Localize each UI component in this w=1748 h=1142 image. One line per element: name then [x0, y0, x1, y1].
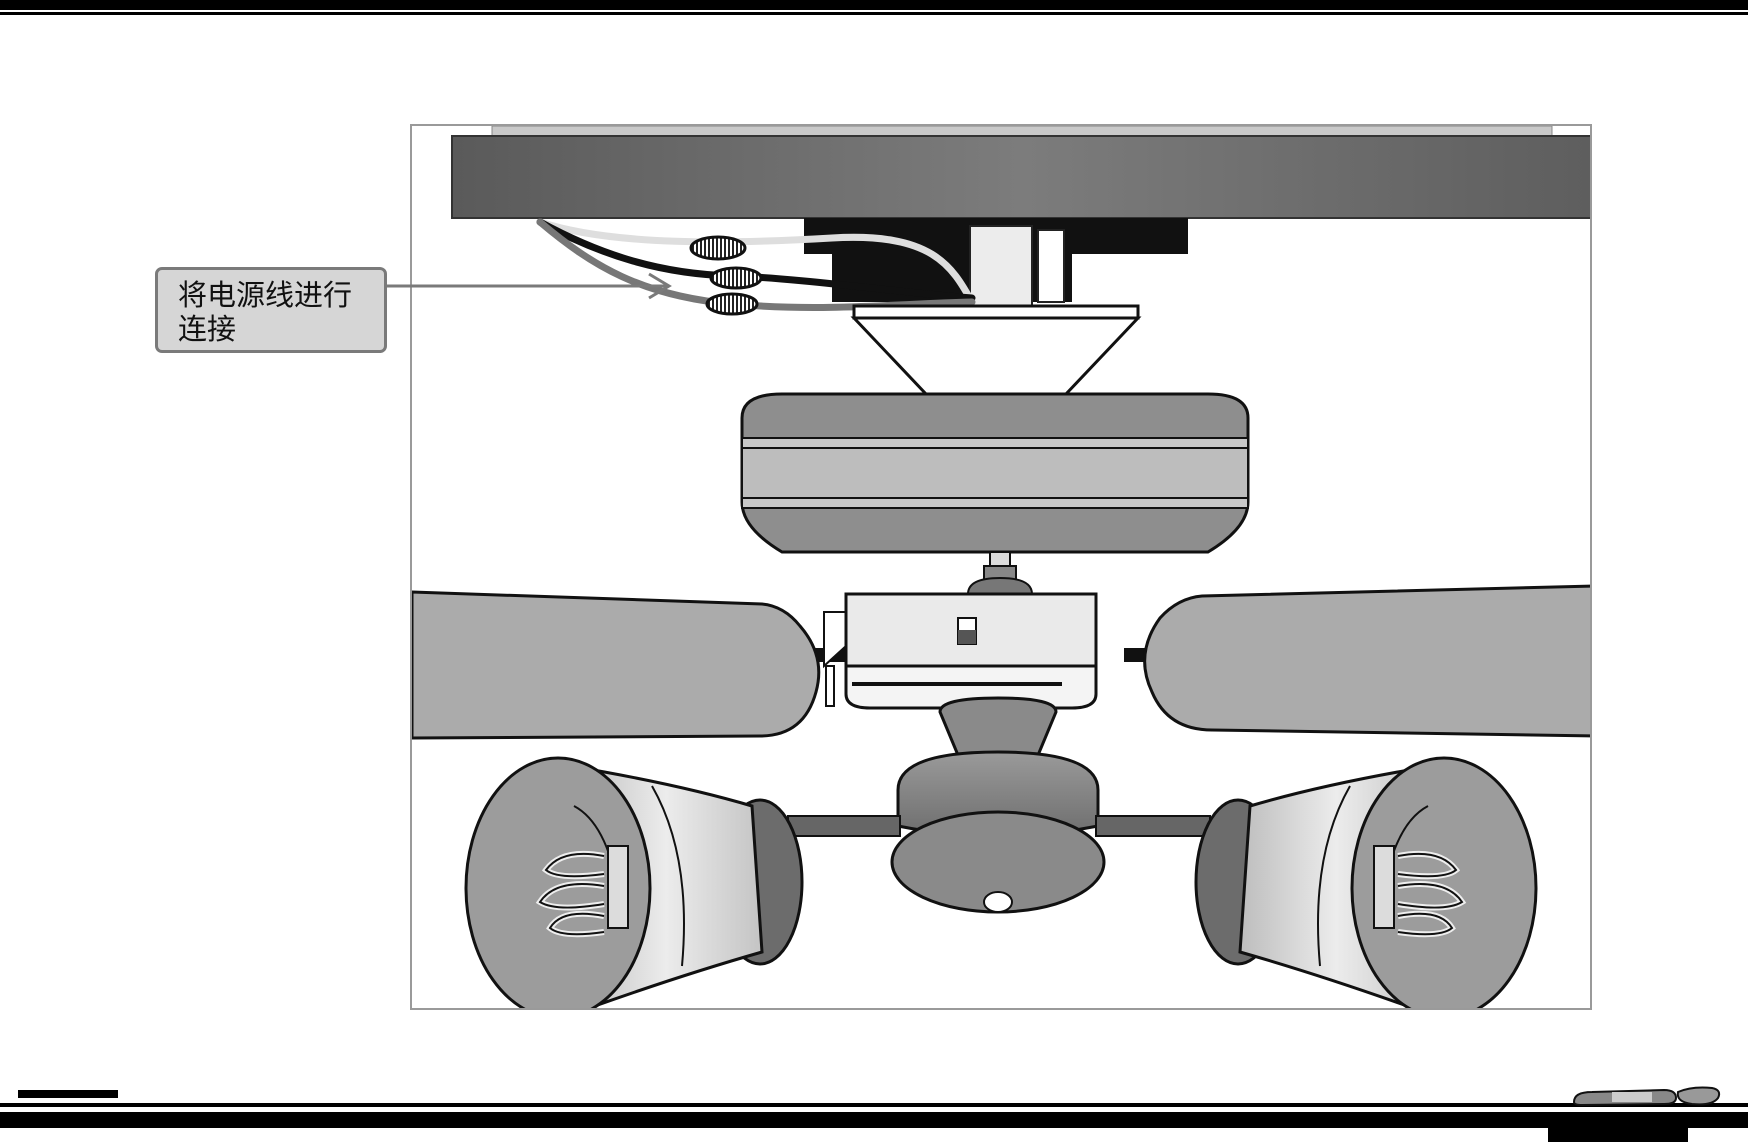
arrow-right-icon — [387, 272, 672, 300]
motor-housing — [740, 392, 1250, 554]
ceiling-fan-illustration — [410, 124, 1592, 1010]
brand-logo-mark — [1572, 1086, 1721, 1107]
light-arms — [787, 815, 1211, 837]
light-fixture-left — [464, 756, 804, 1008]
top-border-thin — [0, 12, 1748, 15]
ceiling-panel — [451, 126, 1590, 219]
fan-blade-left — [412, 590, 821, 740]
footer-block-right — [1548, 1124, 1688, 1142]
switch-housing-coupler — [966, 551, 1034, 595]
switch-housing — [823, 592, 1098, 710]
mounting-bracket — [804, 218, 1188, 307]
bottom-border-thick — [0, 1112, 1748, 1128]
cfl-bulb-icon-right — [1397, 850, 1467, 938]
light-fixture-right — [1194, 756, 1538, 1008]
bottom-border-thin — [0, 1103, 1748, 1107]
fan-canopy — [850, 304, 1142, 396]
light-kit-hub — [890, 696, 1106, 914]
wiring-callout-box: 将电源线进行连接 — [155, 267, 387, 353]
footer-mark-left — [18, 1090, 118, 1098]
top-border-thick — [0, 0, 1748, 10]
callout-text: 将电源线进行连接 — [178, 278, 353, 346]
wire-nut-icon — [689, 235, 763, 316]
cfl-bulb-icon-left — [535, 850, 605, 938]
fan-blade-right — [1143, 584, 1590, 738]
